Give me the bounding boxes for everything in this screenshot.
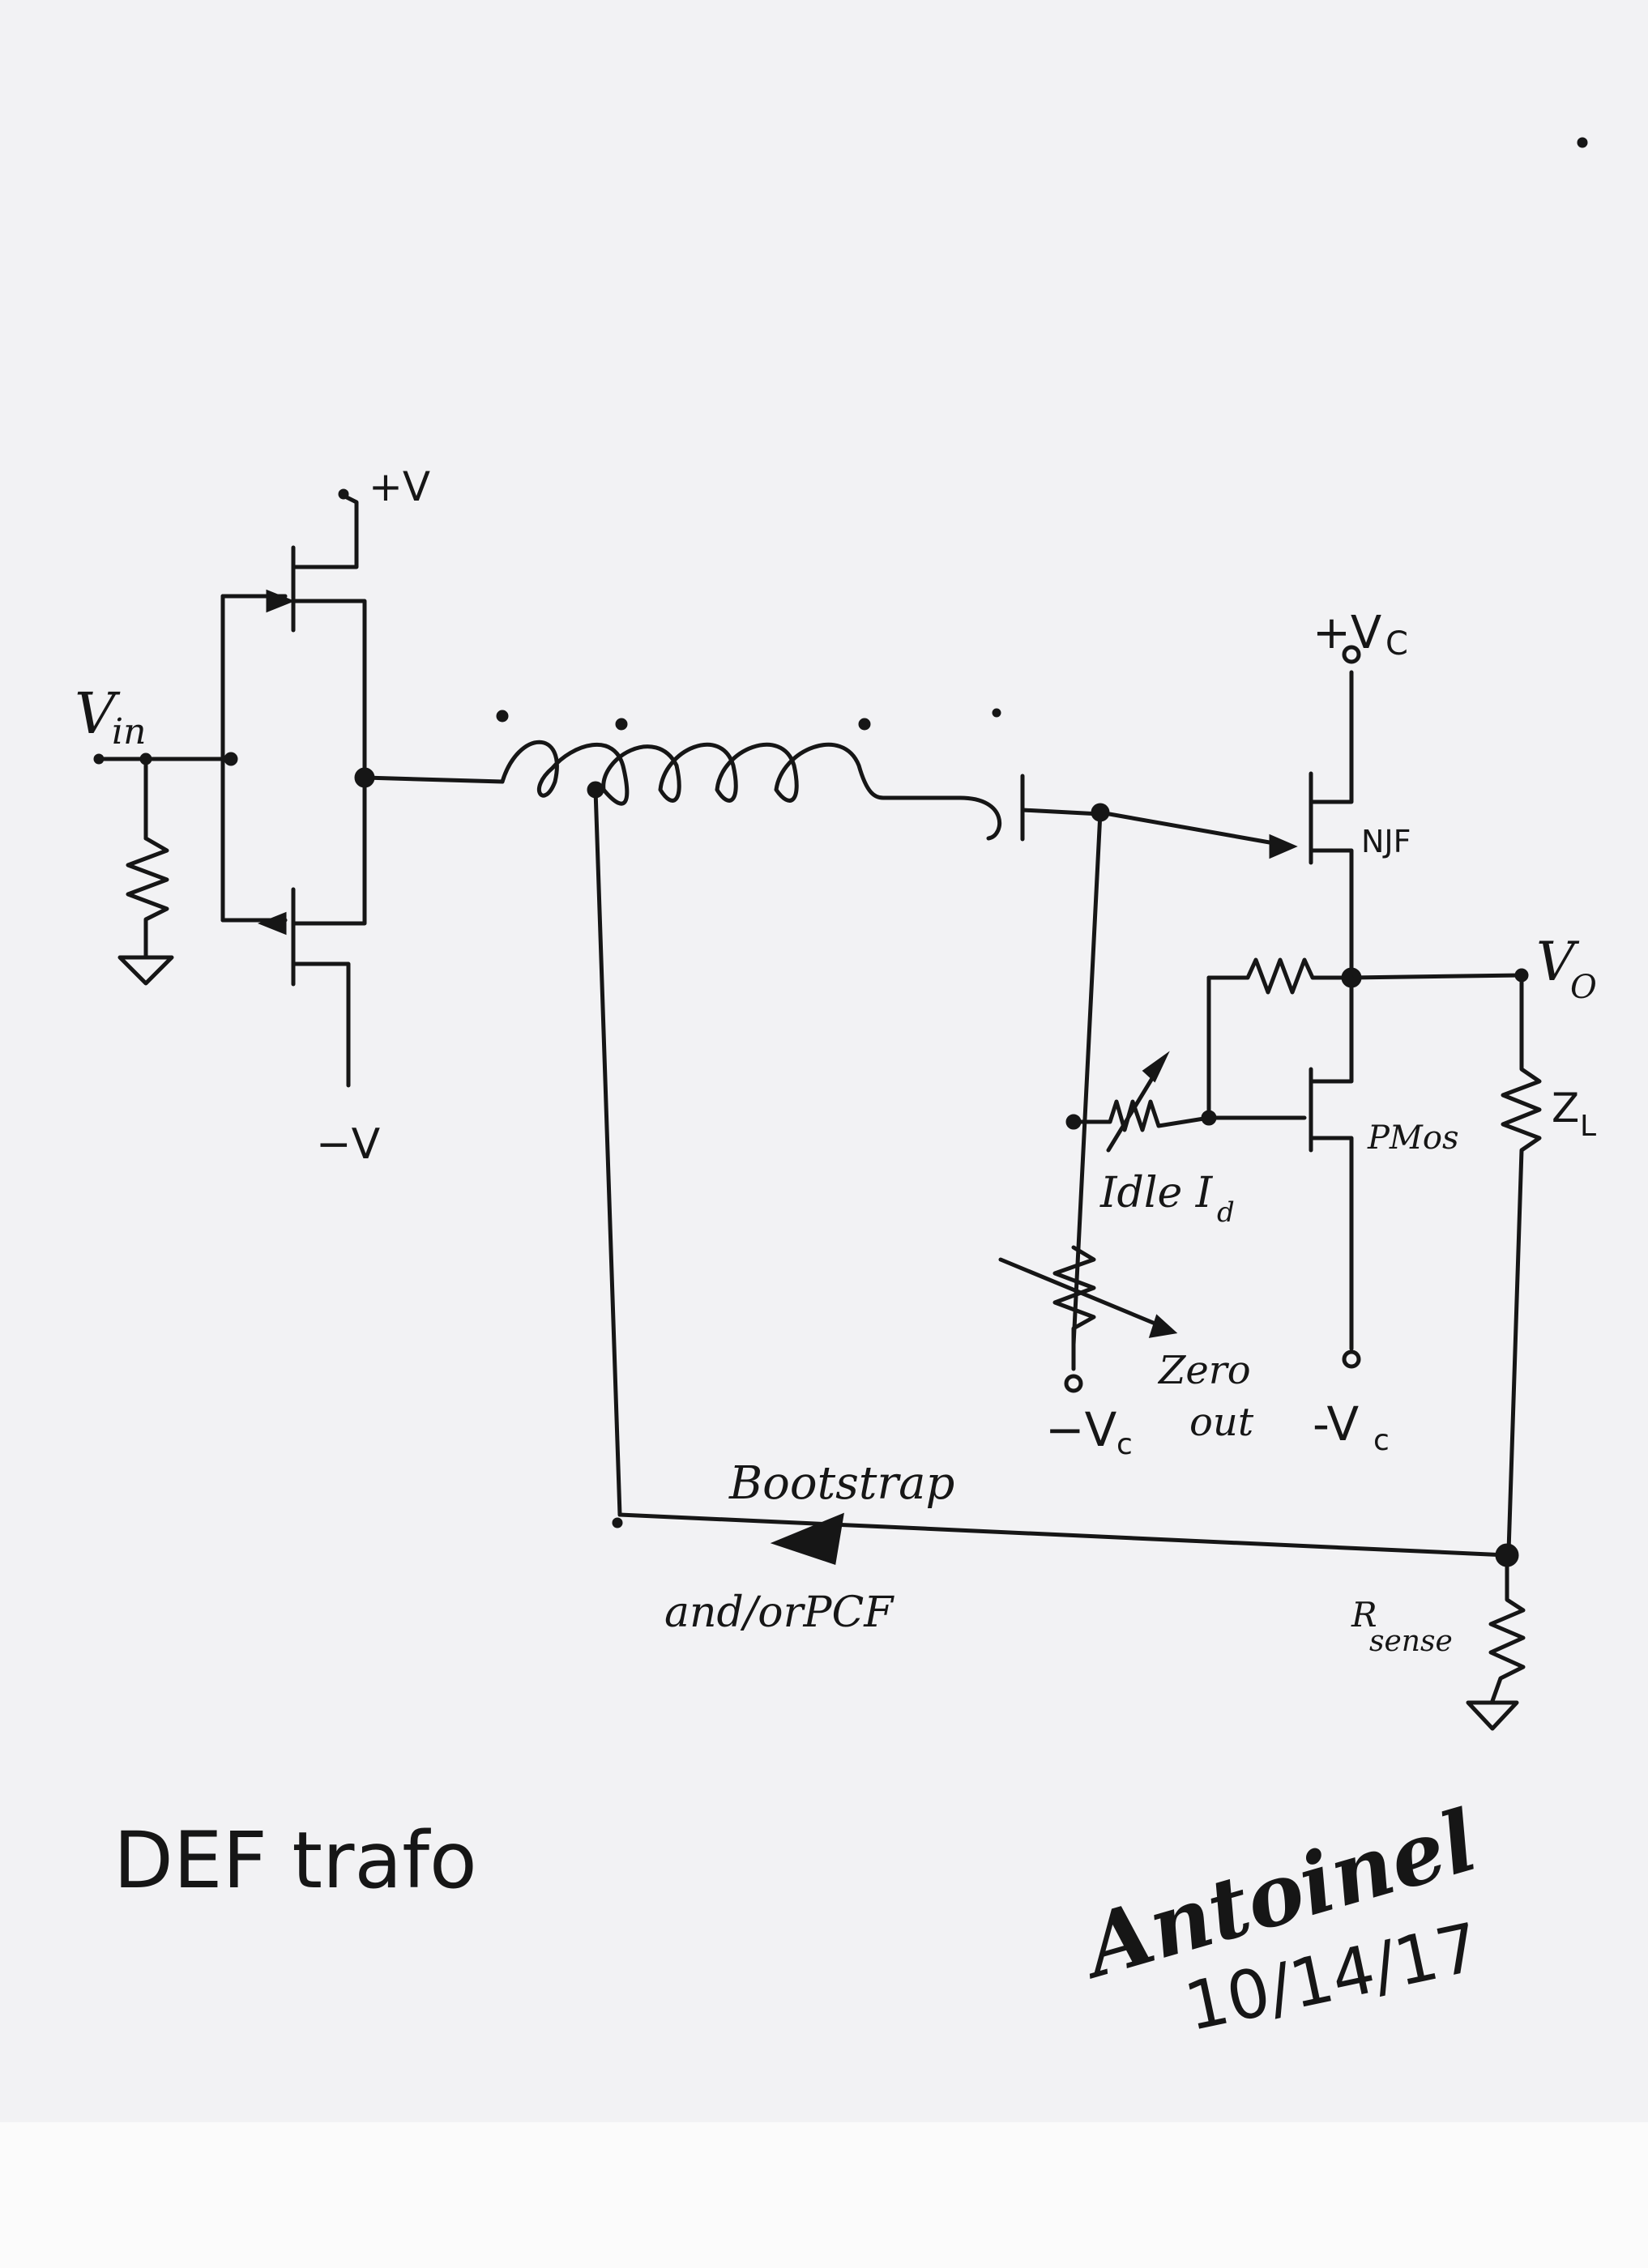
label-minus-vc-left: −V c	[1045, 1402, 1133, 1461]
label-plus-v: +V	[369, 463, 430, 510]
ink-dot	[1577, 137, 1588, 148]
label-and-or-pcf: and/orPCF	[664, 1588, 894, 1637]
njf-transistor	[1309, 670, 1354, 978]
upper-mosfet	[266, 488, 367, 780]
label-idle-id: Idle I d	[1099, 1169, 1235, 1229]
svg-text:Idle I: Idle I	[1099, 1169, 1214, 1217]
pmos-transistor	[1201, 975, 1354, 1351]
svg-text:L: L	[1580, 1110, 1596, 1143]
ground-symbol-input	[117, 955, 174, 986]
drawing-title: DEF trafo	[113, 1815, 477, 1906]
svg-text:O: O	[1570, 969, 1597, 1006]
svg-text:out: out	[1189, 1400, 1254, 1445]
svg-text:d: d	[1217, 1196, 1235, 1229]
svg-text:in: in	[112, 711, 146, 752]
label-njf: NJF	[1361, 824, 1411, 859]
svg-text:V: V	[1536, 931, 1580, 993]
svg-text:+V: +V	[1313, 607, 1381, 659]
svg-text:C: C	[1385, 625, 1408, 663]
gate-wire	[1098, 810, 1298, 859]
svg-text:Z: Z	[1552, 1085, 1579, 1132]
svg-text:Zero: Zero	[1157, 1348, 1251, 1393]
label-bootstrap: Bootstrap	[728, 1457, 954, 1510]
svg-text:c: c	[1116, 1428, 1133, 1461]
bootstrap-feedback-wire	[593, 787, 1509, 1565]
label-minus-v: −V	[316, 1120, 381, 1169]
feedback-resistor	[1206, 957, 1354, 1120]
label-zero-out: Zero out	[1157, 1348, 1254, 1445]
coupling-capacitor	[958, 774, 1110, 842]
label-pmos: PMos	[1367, 1119, 1458, 1157]
lower-mosfet	[257, 775, 367, 1088]
plus-vc-terminal	[1342, 645, 1361, 664]
svg-text:c: c	[1373, 1424, 1390, 1457]
label-vout: V O	[1536, 931, 1597, 1006]
svg-text:V: V	[75, 680, 121, 747]
load-impedance	[1501, 973, 1542, 1554]
ground-symbol-sense	[1466, 1700, 1519, 1731]
input-bus	[220, 594, 288, 923]
primary-wire	[362, 775, 505, 784]
label-plus-vc: +V C	[1313, 607, 1408, 663]
sense-resistor	[1488, 1553, 1526, 1703]
svg-text:sense: sense	[1369, 1625, 1453, 1658]
output-node	[1341, 967, 1529, 988]
svg-text:−V: −V	[1045, 1402, 1117, 1457]
label-r-sense: R sense	[1351, 1595, 1453, 1658]
input-resistor	[126, 836, 169, 958]
transformer-winding	[496, 708, 1001, 806]
input-wire	[93, 752, 233, 841]
svg-text:-V: -V	[1313, 1396, 1360, 1452]
page-bottom-band	[0, 2122, 1648, 2268]
idle-current-potentiometer	[1071, 1051, 1211, 1153]
label-minus-vc-right: -V c	[1313, 1396, 1390, 1457]
minus-vc-terminal-right	[1342, 1349, 1361, 1369]
label-vin: V in	[75, 680, 146, 752]
zero-out-potentiometer	[998, 1245, 1178, 1371]
minus-vc-terminal-left	[1064, 1374, 1083, 1393]
label-zl: Z L	[1552, 1085, 1596, 1143]
svg-text:R: R	[1351, 1595, 1377, 1635]
